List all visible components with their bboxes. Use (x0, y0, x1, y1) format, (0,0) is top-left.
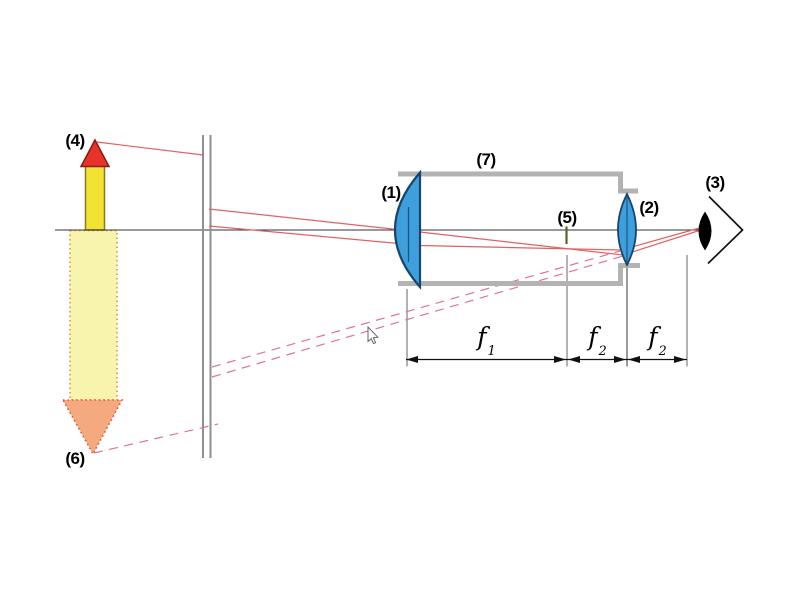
dim-label-f2a: f2 (575, 322, 619, 363)
dim-arrow-f2b-right (674, 356, 686, 363)
dim-arrow-f2b-left (628, 356, 640, 363)
virtual-image-arrow (61, 229, 124, 456)
eye (698, 195, 744, 265)
label-objective-lens: (1) (381, 183, 401, 202)
label-focal-plane: (5) (557, 208, 577, 227)
object-arrow (79, 138, 111, 231)
objective-lens (393, 169, 422, 290)
virtual-image-shaft (69, 229, 118, 401)
telescope-tube (398, 171, 640, 286)
f2b-subscript: 2 (658, 344, 667, 359)
ray-from-object-tip (96, 141, 204, 156)
f2b-symbol: f (648, 322, 658, 351)
dimension-lines (406, 356, 687, 363)
f1-symbol: f (477, 322, 487, 351)
label-eyepiece-lens: (2) (639, 198, 659, 217)
dim-arrow-f2a-left (568, 356, 580, 363)
label-eye: (3) (705, 173, 725, 192)
mouse-pointer-icon (367, 325, 379, 345)
eye-pupil (698, 211, 712, 251)
dim-label-f2b: f2 (635, 322, 679, 363)
f2a-subscript: 2 (598, 344, 607, 359)
dim-arrow-f1-right (554, 356, 566, 363)
light-rays-solid (96, 141, 705, 256)
virtual-ray-lower (211, 255, 624, 378)
f1-subscript: 1 (487, 344, 496, 359)
aperture-wall (202, 135, 212, 458)
tube-bottom-wall (398, 263, 640, 286)
dim-arrow-f1-left (406, 356, 418, 363)
virtual-ray-upper (211, 250, 621, 368)
light-rays-virtual-dashed (93, 250, 624, 454)
eye-outline (707, 195, 744, 265)
object-arrow-head (79, 138, 111, 168)
label-virtual-image: (6) (65, 449, 85, 468)
ray-upper (208, 208, 705, 256)
ray-lower (208, 225, 704, 251)
eyepiece-lens (617, 191, 637, 267)
virtual-ray-to-image-tip (93, 423, 219, 454)
tube-top-wall (398, 171, 638, 194)
dimension-extension-lines (406, 255, 688, 367)
virtual-image-head (61, 399, 124, 456)
objective-lens-body (393, 169, 422, 290)
dim-label-f1: f1 (464, 322, 508, 363)
label-telescope-tube: (7) (476, 150, 496, 169)
object-arrow-shaft (84, 165, 106, 231)
f2a-symbol: f (588, 322, 598, 351)
dim-arrow-f2a-right (614, 356, 626, 363)
label-object-arrow: (4) (65, 131, 85, 150)
